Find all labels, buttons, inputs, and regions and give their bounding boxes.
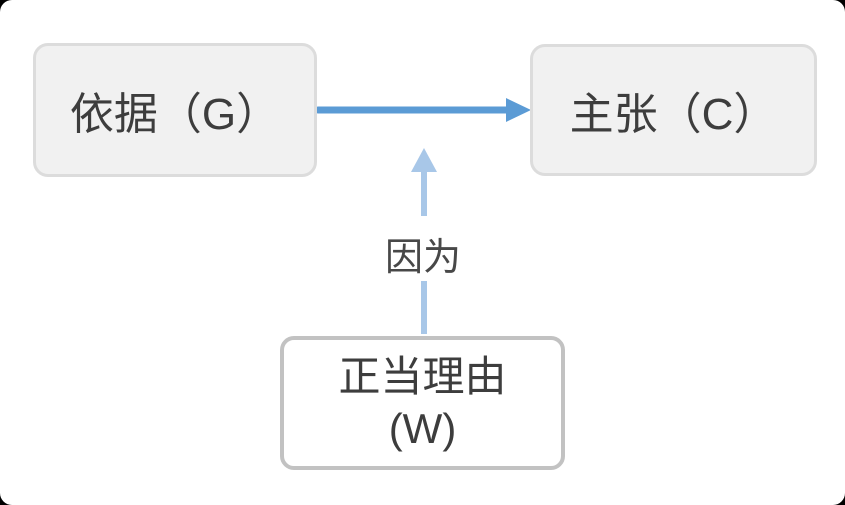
claim-label: 主张（C） [569, 90, 778, 139]
grounds-label: 依据（G） [69, 90, 281, 139]
grounds-claim-arrowhead-icon [506, 98, 531, 122]
grounds-node: 依据（G） [33, 43, 317, 177]
warrant-arrowhead-icon [411, 148, 437, 172]
grounds-claim-arrow [314, 98, 531, 122]
warrant-node: 正当理由 (W) [280, 336, 565, 470]
warrant-label-line2: (W) [388, 405, 457, 452]
because-edge-label: 因为 [384, 226, 462, 281]
warrant-arrow [411, 148, 437, 334]
warrant-label-line1: 正当理由 [338, 352, 507, 400]
claim-node: 主张（C） [530, 44, 817, 176]
